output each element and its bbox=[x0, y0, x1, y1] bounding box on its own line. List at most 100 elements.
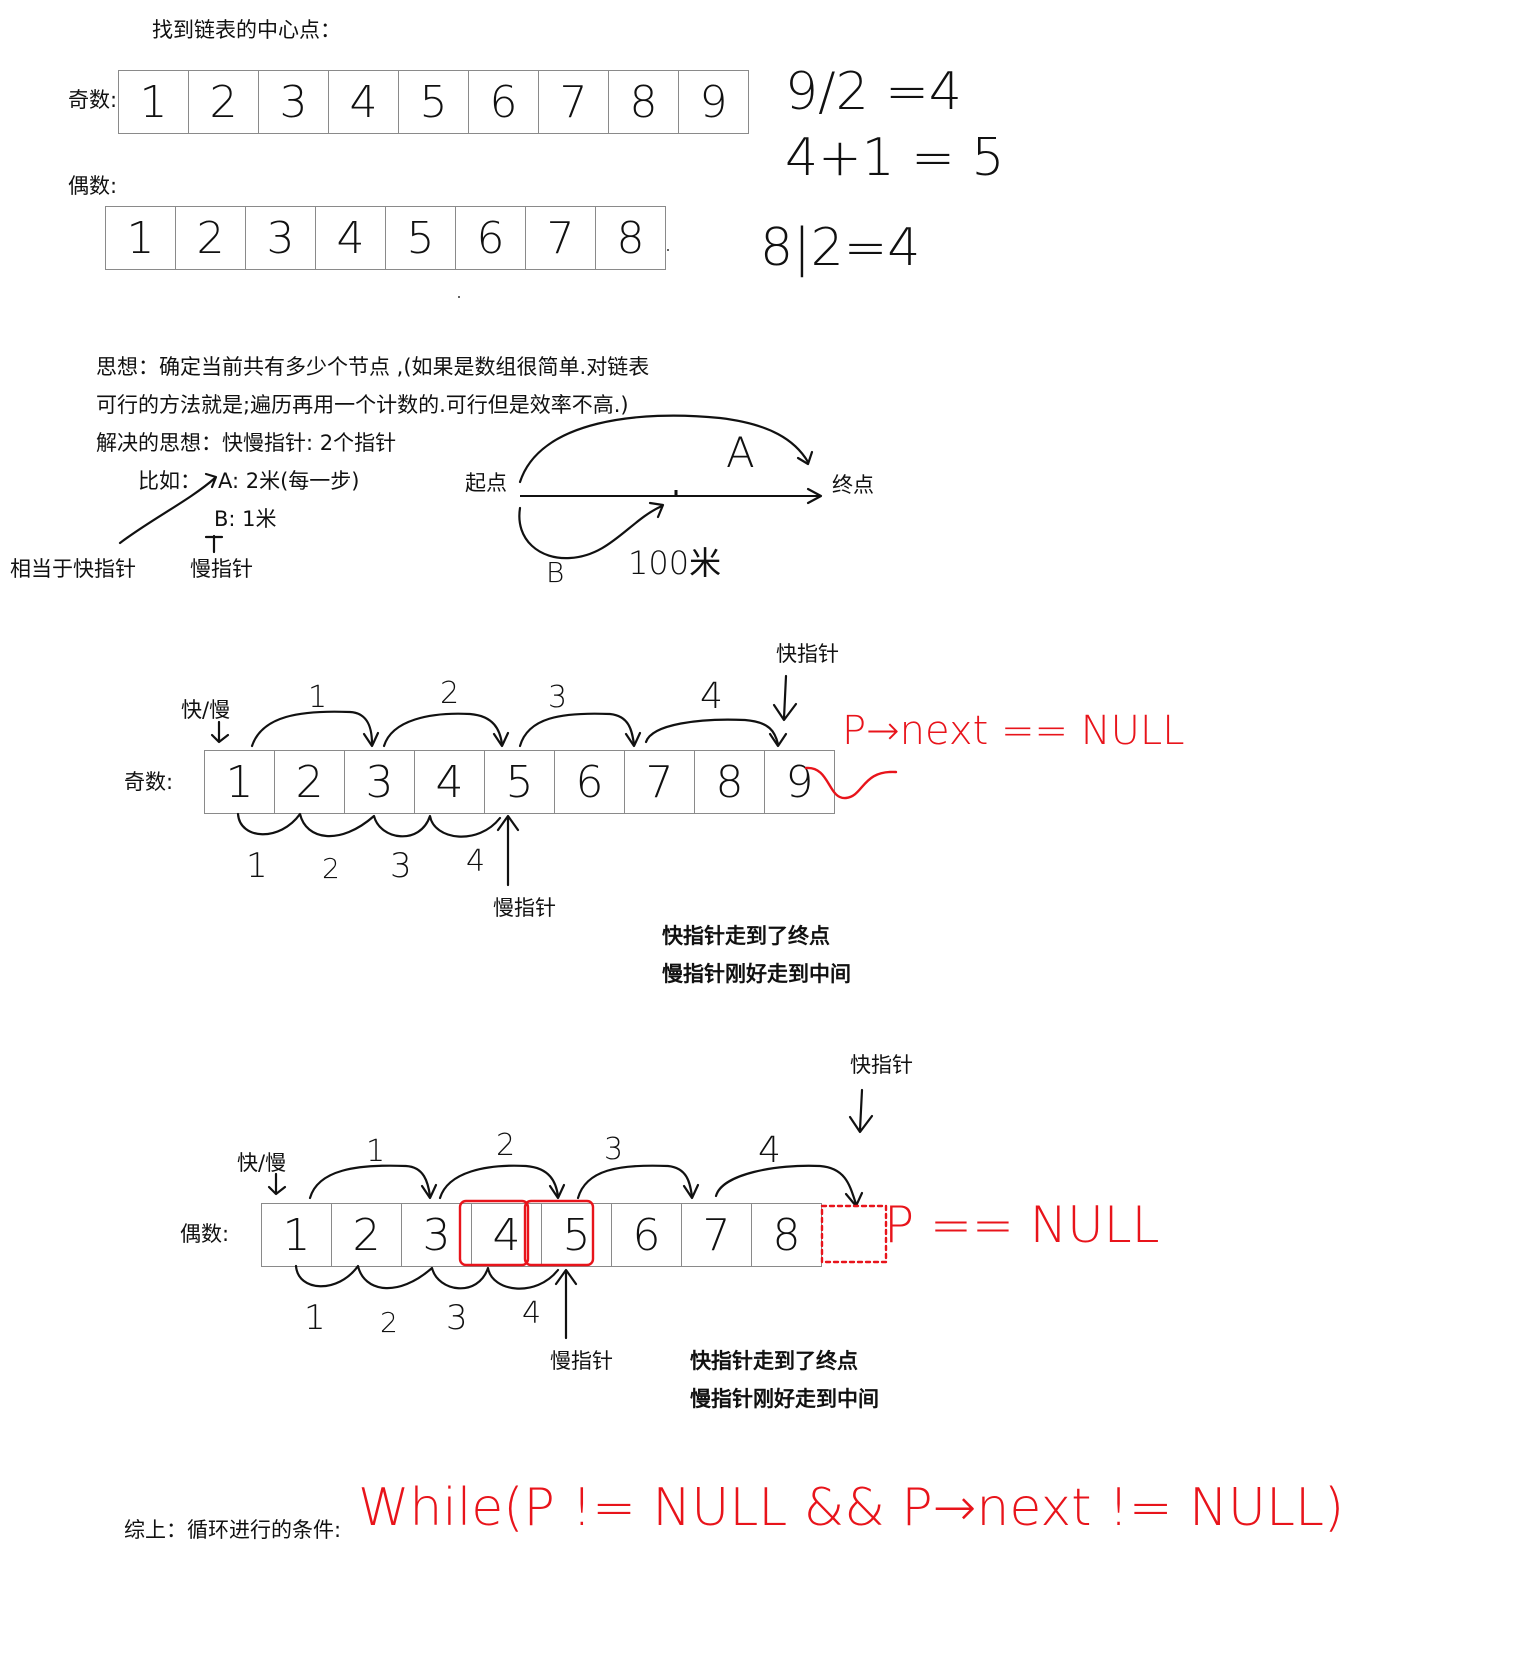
even-top-step: 4 bbox=[758, 1130, 781, 1171]
even-top-jump-head bbox=[682, 1183, 700, 1200]
odd-top-step: 3 bbox=[548, 680, 568, 715]
array-cell: 7 bbox=[539, 71, 609, 133]
even-fast-slow-label: 快/慢 bbox=[237, 1151, 287, 1175]
array-cell: 7 bbox=[682, 1204, 752, 1266]
odd-top-jump-head bbox=[362, 731, 380, 748]
even-top-jump bbox=[714, 1164, 858, 1206]
array-cell: 1 bbox=[119, 71, 189, 133]
array-cell: 7 bbox=[625, 751, 695, 813]
fast-note-stroke bbox=[118, 476, 217, 545]
runner-a-arrowhead bbox=[796, 450, 814, 466]
array-cell: 4 bbox=[316, 207, 386, 269]
slow-pointer-note: 慢指针 bbox=[190, 557, 253, 581]
fast-note-arrowhead bbox=[204, 472, 218, 489]
speed-b: B: 1米 bbox=[214, 507, 277, 531]
odd-top-jump-head bbox=[768, 732, 788, 748]
example-prefix: 比如： bbox=[138, 469, 201, 493]
even-top-jump bbox=[308, 1164, 432, 1200]
even-bottom-step: 4 bbox=[522, 1296, 542, 1331]
array-cell: 1 bbox=[106, 207, 176, 269]
array-cell: 5 bbox=[485, 751, 555, 813]
even-top-jump-head bbox=[420, 1183, 438, 1200]
even-array-top: 1 2 3 4 5 6 7 8 bbox=[105, 206, 666, 270]
odd-fast-down-arrow bbox=[772, 674, 798, 722]
odd-slow-pointer-label: 慢指针 bbox=[493, 896, 556, 920]
array-cell: 8 bbox=[695, 751, 765, 813]
array-cell: 4 bbox=[472, 1204, 542, 1266]
array-cell: 9 bbox=[699, 76, 728, 128]
array-cell: 8 bbox=[772, 1209, 801, 1261]
runner-b-arc bbox=[518, 504, 664, 560]
odd-slow-up-arrow bbox=[496, 814, 520, 887]
array-cell: 6 bbox=[469, 71, 539, 133]
race-track-arrowhead bbox=[806, 487, 823, 505]
odd-diagram-label: 奇数: bbox=[124, 770, 174, 794]
speed-a: A: 2米(每一步) bbox=[218, 469, 360, 493]
page-title: 找到链表的中心点： bbox=[152, 18, 341, 42]
stray-dot bbox=[458, 296, 460, 298]
odd-top-jump-head bbox=[492, 731, 510, 748]
runner-b-arrowhead bbox=[648, 501, 665, 519]
array-cell: 2 bbox=[332, 1204, 402, 1266]
array-cell: 6 bbox=[456, 207, 526, 269]
odd-result-line-2: 慢指针刚好走到中间 bbox=[662, 962, 851, 986]
array-cell: 5 bbox=[542, 1204, 612, 1266]
even-array-diagram: 1 2 3 4 5 6 7 8 bbox=[261, 1203, 822, 1267]
odd-bottom-jumps bbox=[236, 812, 502, 838]
odd-bottom-step: 3 bbox=[390, 846, 412, 886]
array-cell: 3 bbox=[345, 751, 415, 813]
odd-top-jump bbox=[382, 712, 504, 748]
odd-top-jump bbox=[250, 710, 374, 748]
odd-bottom-step: 1 bbox=[246, 846, 268, 886]
stray-dot bbox=[667, 249, 669, 251]
array-cell: 9 bbox=[785, 756, 814, 808]
idea-line-3: 解决的思想：快慢指针: 2个指针 bbox=[96, 431, 397, 455]
calc-line-3: 8|2=4 bbox=[760, 218, 921, 278]
array-cell: 1 bbox=[262, 1204, 332, 1266]
runner-a-label: A bbox=[726, 428, 755, 477]
even-result-line-1: 快指针走到了终点 bbox=[690, 1349, 858, 1373]
odd-condition-squiggle bbox=[804, 766, 898, 800]
even-top-jump bbox=[438, 1164, 560, 1200]
array-cell: 5 bbox=[386, 207, 456, 269]
odd-fast-slow-label: 快/慢 bbox=[181, 698, 231, 722]
array-cell: 3 bbox=[246, 207, 316, 269]
odd-bottom-step: 2 bbox=[322, 852, 340, 885]
even-slow-pointer-label: 慢指针 bbox=[550, 1349, 613, 1373]
distance-label: 100米 bbox=[628, 544, 722, 582]
even-top-step: 2 bbox=[496, 1128, 516, 1163]
array-cell: 2 bbox=[176, 207, 246, 269]
even-top-jump bbox=[576, 1164, 694, 1200]
even-fast-down-arrow bbox=[848, 1088, 874, 1134]
even-result-line-2: 慢指针刚好走到中间 bbox=[690, 1387, 879, 1411]
array-cell: 4 bbox=[329, 71, 399, 133]
odd-array-top: 1 2 3 4 5 6 7 8 9 bbox=[118, 70, 749, 134]
idea-line-1: 思想：确定当前共有多少个节点 ,(如果是数组很简单.对链表 bbox=[96, 355, 650, 379]
odd-top-step: 1 bbox=[308, 680, 328, 715]
array-cell: 2 bbox=[275, 751, 345, 813]
array-cell: 6 bbox=[555, 751, 625, 813]
array-cell: 3 bbox=[402, 1204, 472, 1266]
even-bottom-step: 3 bbox=[446, 1298, 468, 1338]
summary-loop-condition: While(P != NULL && P→next != NULL) bbox=[358, 1478, 1345, 1538]
odd-top-jump bbox=[518, 712, 636, 748]
even-start-arrow bbox=[267, 1172, 287, 1196]
odd-top-jump-head bbox=[624, 731, 642, 748]
even-bottom-jumps bbox=[294, 1264, 560, 1290]
even-middle-box-4 bbox=[458, 1199, 530, 1267]
even-bottom-step: 2 bbox=[380, 1306, 398, 1339]
array-cell: 5 bbox=[399, 71, 469, 133]
array-cell: 4 bbox=[415, 751, 485, 813]
slow-note-arrow bbox=[204, 534, 224, 554]
odd-top-jump bbox=[644, 718, 780, 746]
odd-top-step: 2 bbox=[440, 676, 460, 711]
array-cell: 8 bbox=[616, 212, 645, 264]
fast-pointer-note: 相当于快指针 bbox=[10, 557, 136, 581]
even-top-step: 1 bbox=[366, 1134, 386, 1169]
odd-bottom-step: 4 bbox=[466, 844, 486, 879]
even-fast-pointer-label: 快指针 bbox=[850, 1053, 913, 1077]
odd-end-condition: P→next == NULL bbox=[842, 708, 1185, 754]
even-middle-box-5 bbox=[523, 1199, 595, 1267]
array-cell: 1 bbox=[205, 751, 275, 813]
